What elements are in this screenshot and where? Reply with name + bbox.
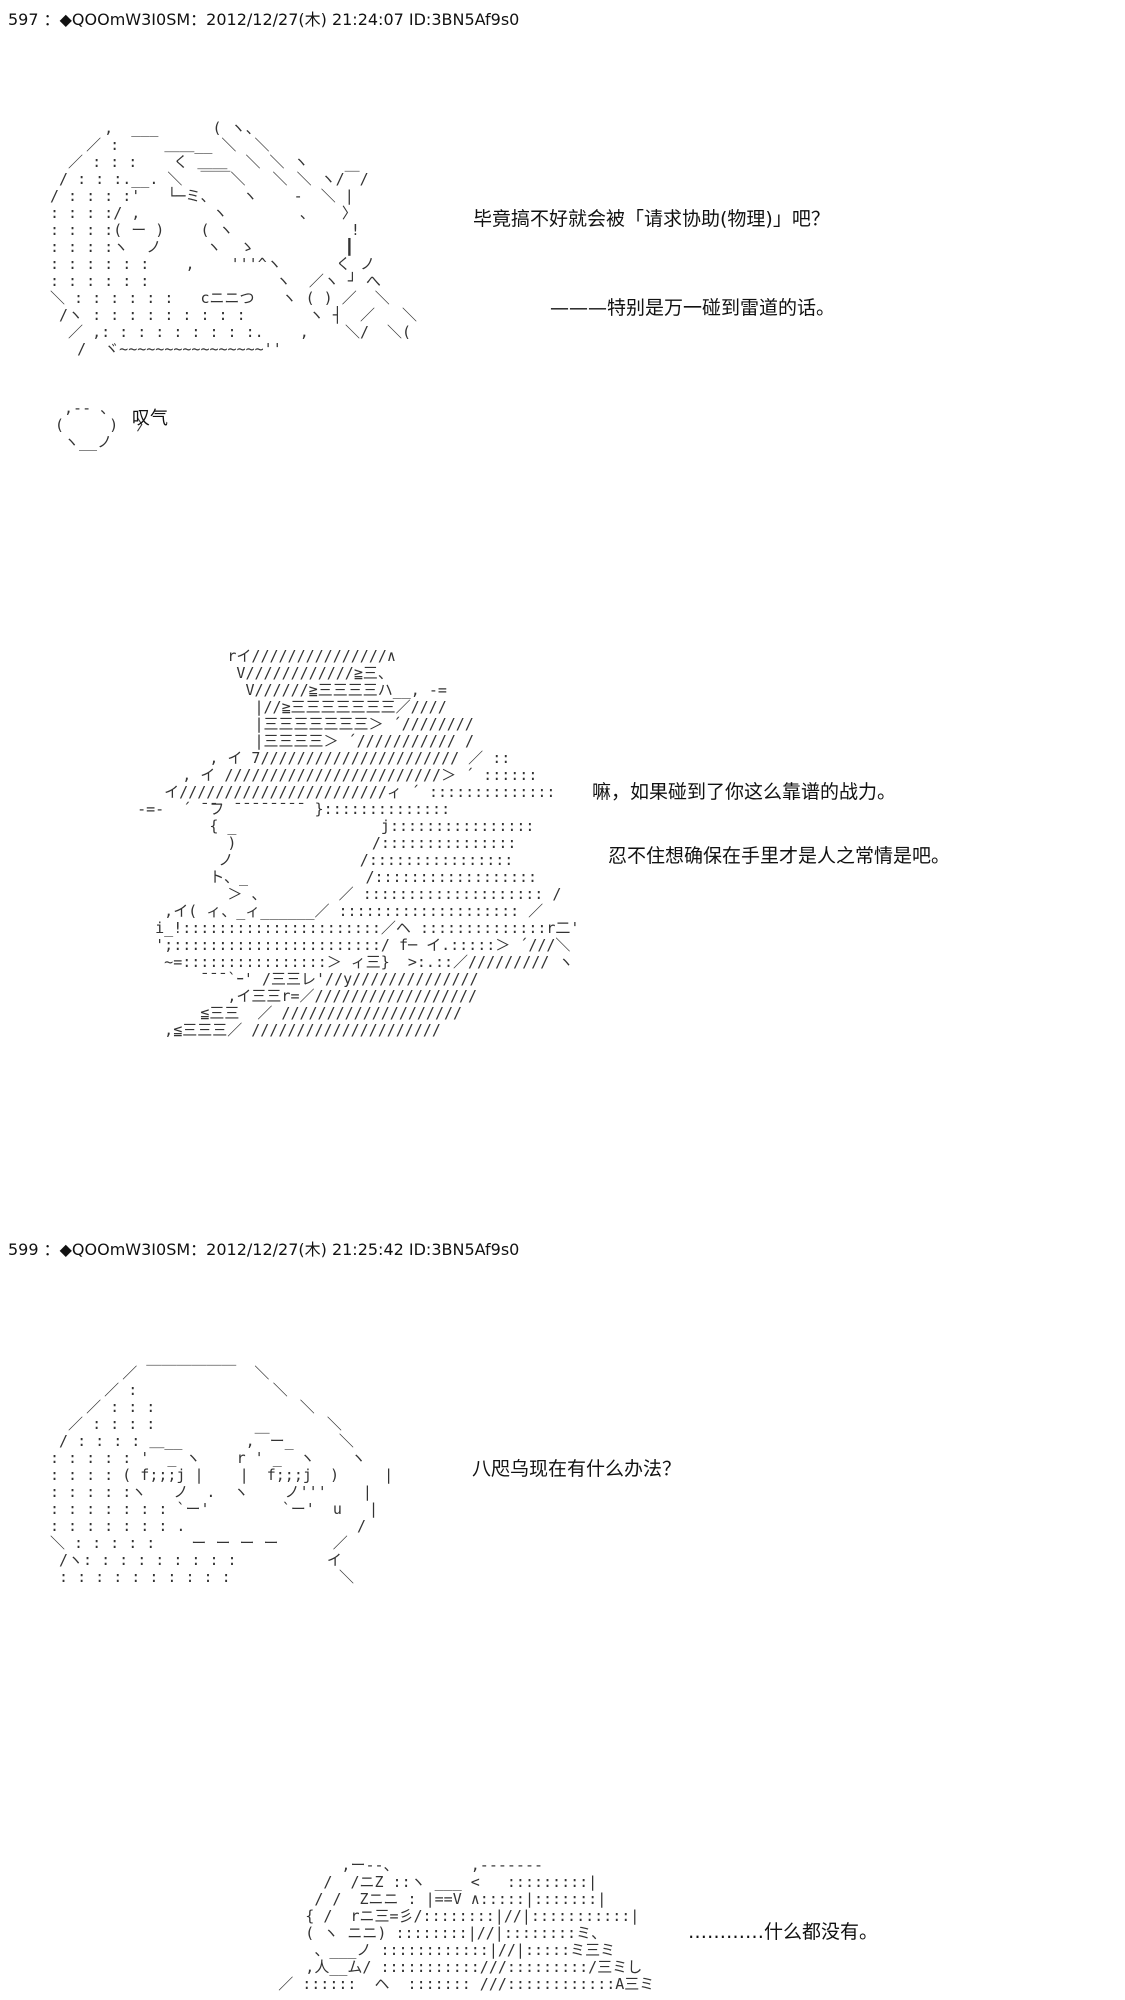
sigh-sfx-label: 叹气 (132, 408, 168, 429)
ascii-art-face-2: ／ ￣￣￣￣￣￣ ＼ ／ : ＼ ／ : : : ＼ ／ : : : : ＼ /… (50, 1364, 394, 1586)
post-header-599: 599 ：◆QOOmW3I0SM：2012/12/27(木) 21:25:42 … (8, 1240, 520, 1259)
dialogue-line-5: 八咫乌现在有什么办法？ (472, 1458, 682, 1480)
ascii-art-sigh-puff: ,-- 、( ) 〉 ヽ__ノ (55, 399, 152, 451)
dialogue-line-2: ———特别是万一碰到雷道的话。 (550, 297, 836, 319)
dialogue-line-3: 嘛，如果碰到了你这么靠谱的战力。 (592, 781, 897, 803)
post-header-597: 597 ：◆QOOmW3I0SM：2012/12/27(木) 21:24:07 … (8, 10, 520, 29)
ascii-art-hat-figure-2: ,ー--、 ,------- / /ニZ ::ヽ ___ < :::::::::… (215, 1856, 655, 1993)
ascii-art-face-1: , ___ ( ヽ、 ／ : ＿＿__ ＼ ＼ ／ : : : く ＿＿ ＼ ＼… (50, 119, 418, 358)
dialogue-line-4: 忍不住想确保在手里才是人之常情是吧。 (608, 845, 951, 867)
dialogue-line-6: …………什么都没有。 (688, 1921, 879, 1943)
dialogue-line-1: 毕竟搞不好就会被「请求协助(物理)」吧？ (473, 208, 830, 230)
ascii-art-hat-figure: rイ///////////////∧ V////////////≧三、 V///… (110, 647, 580, 1039)
